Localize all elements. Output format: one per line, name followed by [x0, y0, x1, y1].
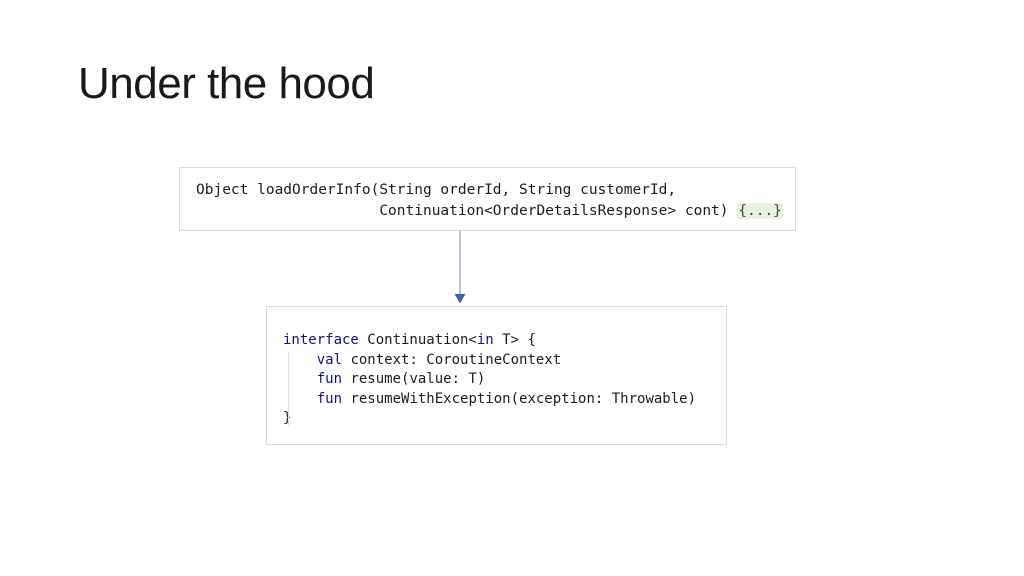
keyword: val [316, 351, 343, 368]
code-line: Continuation<OrderDetailsResponse> cont)… [196, 201, 795, 222]
code-line: Object loadOrderInfo(String orderId, Str… [196, 180, 795, 201]
code-box-java-signature: Object loadOrderInfo(String orderId, Str… [179, 167, 796, 231]
indent-guide [288, 352, 289, 426]
slide-title: Under the hood [78, 59, 375, 108]
code-text: T> { [493, 332, 536, 348]
code-line: fun resume(value: T) [283, 370, 726, 390]
keyword: in [476, 332, 494, 348]
keyword: interface [283, 332, 359, 348]
code-line: fun resumeWithException(exception: Throw… [283, 390, 726, 410]
down-arrow-connector [454, 231, 466, 304]
code-text: context: CoroutineContext [342, 351, 562, 368]
code-text: resume(value: T) [342, 371, 486, 387]
keyword: fun [316, 390, 343, 407]
code-box-kotlin-interface: interface Continuation<in T> { val conte… [266, 306, 727, 445]
code-text: Continuation< [358, 332, 477, 348]
folded-code-badge: {...} [737, 203, 783, 219]
code-line: interface Continuation<in T> { [283, 331, 726, 351]
code-line: } [283, 409, 726, 429]
code-text: Continuation<OrderDetailsResponse> cont) [196, 203, 738, 219]
code-text: resumeWithException(exception: Throwable… [342, 390, 697, 407]
keyword: fun [316, 371, 343, 387]
arrow-head-icon [454, 294, 466, 304]
code-line: val context: CoroutineContext [283, 351, 726, 371]
code-text: Object loadOrderInfo(String orderId, Str… [196, 182, 677, 198]
code-text: } [283, 410, 291, 426]
